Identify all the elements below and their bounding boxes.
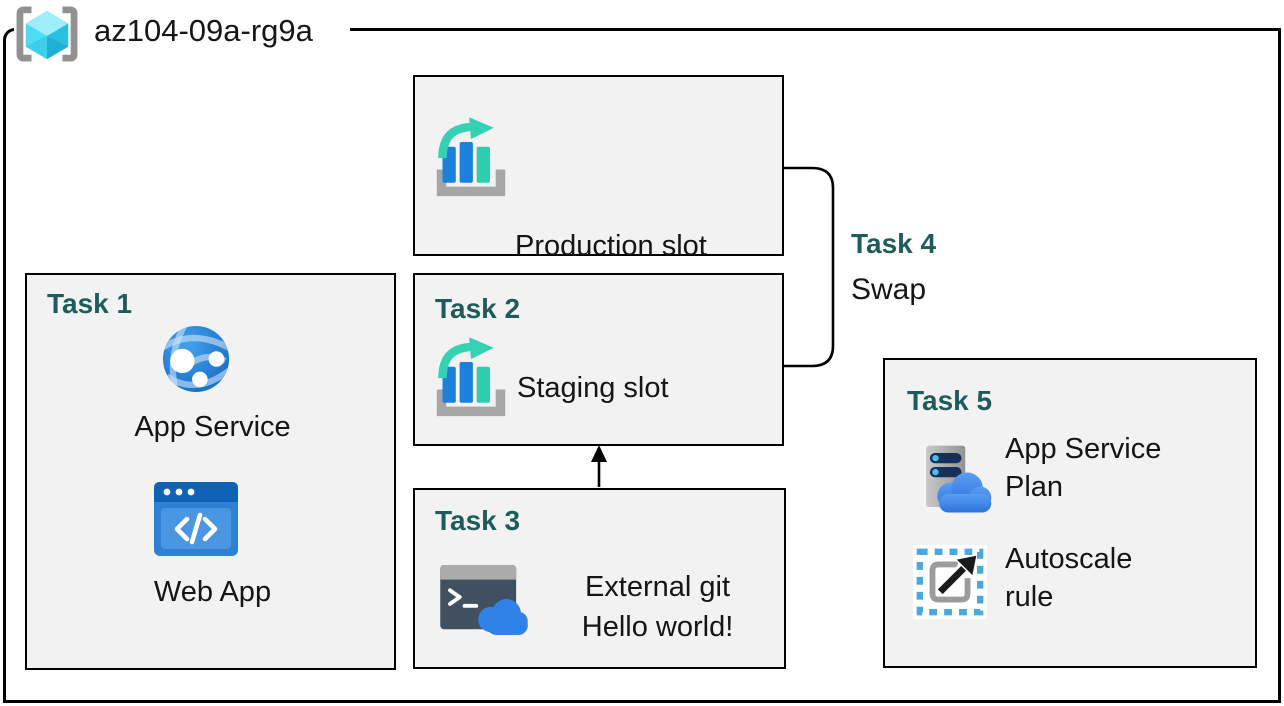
task3-line1: External git xyxy=(584,571,731,603)
task1-title: Task 1 xyxy=(47,288,133,319)
resource-group-frame xyxy=(3,28,1281,703)
task4-label-block: Task 4 Swap xyxy=(851,228,936,307)
task2-box: Task 2 Staging slot xyxy=(413,273,784,446)
autoscale-rule-label: Autoscale rule xyxy=(1005,543,1133,613)
deployment-slot-icon xyxy=(433,335,509,430)
resource-group-name: az104-09a-rg9a xyxy=(94,13,313,48)
task4-title: Task 4 xyxy=(851,228,937,259)
web-app-icon xyxy=(154,482,238,561)
task2-title: Task 2 xyxy=(435,293,521,324)
task1-box: Task 1 App xyxy=(25,273,396,670)
web-app-label: Web App xyxy=(153,576,272,608)
task3-line2: Hello world! xyxy=(581,611,734,643)
app-service-icon xyxy=(161,324,231,399)
resource-group-label-gap xyxy=(14,24,350,35)
production-slot-label: Production slot xyxy=(515,230,707,262)
task5-box: Task 5 xyxy=(883,358,1257,668)
deployment-slot-icon xyxy=(433,115,509,210)
task3-title: Task 3 xyxy=(435,505,521,536)
task4-swap-label: Swap xyxy=(851,273,927,306)
production-slot-box: Production slot xyxy=(413,75,784,262)
app-service-plan-label: App Service Plan xyxy=(1005,433,1162,503)
cloud-shell-icon xyxy=(440,565,530,642)
staging-slot-label: Staging slot xyxy=(517,372,669,404)
task5-title: Task 5 xyxy=(907,385,993,416)
autoscale-rule-icon xyxy=(913,545,987,624)
resource-group-icon xyxy=(12,5,82,68)
app-service-label: App Service xyxy=(134,411,291,443)
task3-box: Task 3 External git Hello world! xyxy=(413,488,786,669)
app-service-plan-icon xyxy=(915,443,995,522)
